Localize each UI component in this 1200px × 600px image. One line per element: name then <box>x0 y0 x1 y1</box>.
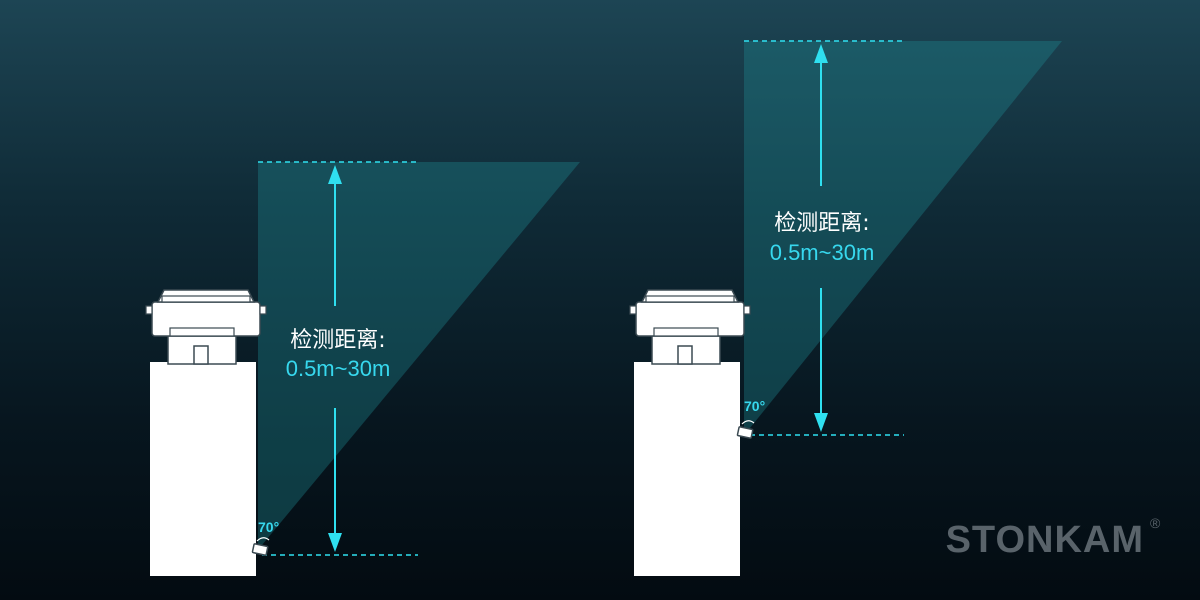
diagram-high-mount: 70° 检测距离: 0.5m~30m <box>629 40 1062 576</box>
angle-label: 70° <box>258 519 279 535</box>
angle-arc-icon <box>256 537 270 542</box>
detection-beam <box>744 41 1062 428</box>
angle-label: 70° <box>744 398 765 414</box>
radar-sensor-icon <box>251 543 269 556</box>
detection-range-value: 0.5m~30m <box>286 356 391 381</box>
double-arrow-icon <box>328 165 342 552</box>
double-arrow-icon <box>814 44 828 432</box>
registered-mark: ® <box>1150 515 1161 531</box>
diagram-low-mount: 70° 检测距离: 0.5m~30m <box>145 161 580 576</box>
detection-distance-label: 检测距离: <box>774 211 869 236</box>
brand-logo: STONKAM <box>946 519 1144 561</box>
angle-arc-icon <box>741 420 755 425</box>
detection-beam <box>258 162 580 545</box>
detection-distance-label: 检测距离: <box>290 328 385 353</box>
detection-range-value: 0.5m~30m <box>770 240 875 265</box>
radar-sensor-icon <box>736 426 754 439</box>
truck-rear-icon <box>629 289 751 576</box>
truck-rear-icon <box>145 289 267 576</box>
